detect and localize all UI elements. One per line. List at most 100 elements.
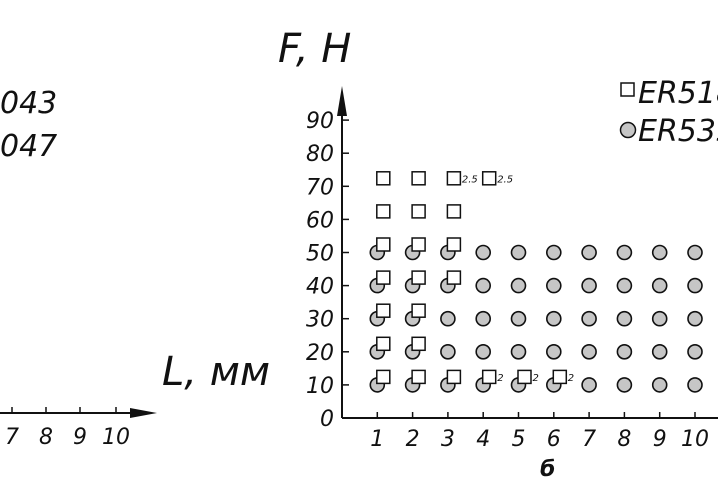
point-er518 — [411, 171, 426, 186]
x-tick-label: 6 — [547, 427, 561, 452]
point-er535 — [651, 310, 668, 327]
point-er518 — [446, 204, 462, 219]
point-er518 — [411, 237, 426, 252]
point-er518 — [411, 270, 426, 285]
point-er518 — [446, 171, 462, 186]
point-er535 — [651, 377, 668, 393]
point-er518 — [411, 336, 426, 352]
left-x-axis-label: L, мм — [162, 349, 270, 395]
legend-square-marker — [620, 82, 635, 97]
point-er518 — [411, 303, 426, 318]
point-annotation: 2 — [533, 373, 539, 384]
point-er535 — [545, 343, 562, 360]
point-annotation: 2 — [497, 373, 503, 384]
point-er518 — [376, 204, 391, 219]
y-tick-label: 10 — [306, 374, 334, 399]
y-tick-label: 30 — [306, 308, 334, 333]
y-tick-label: 90 — [306, 109, 334, 134]
point-er535 — [581, 277, 597, 294]
y-axis-arrow — [337, 86, 347, 116]
point-er535 — [687, 377, 703, 393]
point-er535 — [616, 310, 633, 327]
x-tick-label: 10 — [681, 427, 709, 452]
point-er535 — [545, 277, 562, 294]
point-er535 — [581, 310, 597, 327]
x-tick-label: 5 — [512, 427, 526, 452]
point-er535 — [616, 377, 633, 393]
y-tick-label: 70 — [306, 175, 334, 200]
x-tick-label: 9 — [653, 427, 667, 452]
legend: ER518 ER535 — [619, 76, 718, 149]
point-er518 — [481, 369, 497, 385]
point-er518 — [376, 270, 391, 285]
point-er535 — [581, 244, 597, 261]
x-tick-label: 3 — [441, 427, 455, 452]
point-er518 — [376, 336, 391, 352]
left-x-tick-label: 8 — [39, 425, 53, 450]
point-er535 — [616, 343, 633, 360]
point-er518 — [376, 369, 391, 385]
y-tick-label: 50 — [306, 242, 334, 267]
point-er535 — [545, 244, 562, 261]
x-tick-label: 1 — [370, 427, 384, 452]
point-er535 — [545, 310, 562, 327]
point-er535 — [440, 310, 456, 327]
left-x-tick-label: 10 — [102, 425, 130, 450]
point-er535 — [616, 244, 633, 261]
left-x-axis-arrow — [130, 408, 157, 418]
y-axis-label: F, Н — [278, 26, 351, 72]
left-x-tick-label: 7 — [5, 425, 19, 450]
point-annotation: 2.5 — [462, 174, 478, 185]
point-er518 — [376, 303, 391, 318]
x-tick-label: 4 — [476, 427, 490, 452]
point-er518 — [411, 369, 426, 385]
point-er518 — [517, 369, 532, 385]
point-er535 — [687, 310, 703, 327]
point-er535 — [651, 244, 668, 261]
x-tick-label: 2 — [406, 427, 420, 452]
legend-label-er518: ER518 — [638, 76, 718, 111]
y-tick-label: 60 — [306, 208, 334, 233]
y-tick-label: 20 — [306, 341, 334, 366]
point-annotation: 2 — [568, 373, 574, 384]
point-er535 — [510, 310, 527, 327]
x-tick-label: 8 — [617, 427, 631, 452]
point-er518 — [411, 204, 426, 219]
left-x-tick-label: 9 — [73, 425, 87, 450]
left-legend-fragment-1: 043 — [0, 86, 57, 121]
point-er535 — [440, 343, 456, 360]
y-tick-label: 40 — [306, 275, 334, 300]
y-tick-label: 80 — [306, 142, 334, 167]
point-er535 — [581, 377, 597, 393]
point-er535 — [475, 310, 492, 327]
left-legend-fragment-2: 047 — [0, 129, 57, 164]
point-er535 — [475, 277, 492, 294]
x-tick-label: 7 — [582, 427, 596, 452]
point-er518 — [446, 270, 462, 285]
point-er535 — [510, 343, 527, 360]
legend-circle-marker — [619, 121, 637, 139]
subplot-caption: б — [540, 457, 555, 479]
point-er535 — [581, 343, 597, 360]
point-er535 — [475, 244, 492, 261]
point-er518 — [481, 171, 497, 186]
point-er518 — [446, 237, 462, 252]
point-er535 — [651, 343, 668, 360]
point-er518 — [446, 369, 462, 385]
point-er535 — [475, 343, 492, 360]
point-er535 — [687, 277, 703, 294]
point-er518 — [376, 237, 391, 252]
legend-label-er535: ER535 — [638, 114, 718, 149]
point-er535 — [687, 244, 703, 261]
point-er535 — [616, 277, 633, 294]
point-er535 — [651, 277, 668, 294]
point-er535 — [510, 277, 527, 294]
point-er535 — [687, 343, 703, 360]
point-er518 — [552, 369, 568, 385]
point-er535 — [510, 244, 527, 261]
point-annotation: 2.5 — [497, 174, 513, 185]
y-tick-label: 0 — [320, 407, 334, 432]
